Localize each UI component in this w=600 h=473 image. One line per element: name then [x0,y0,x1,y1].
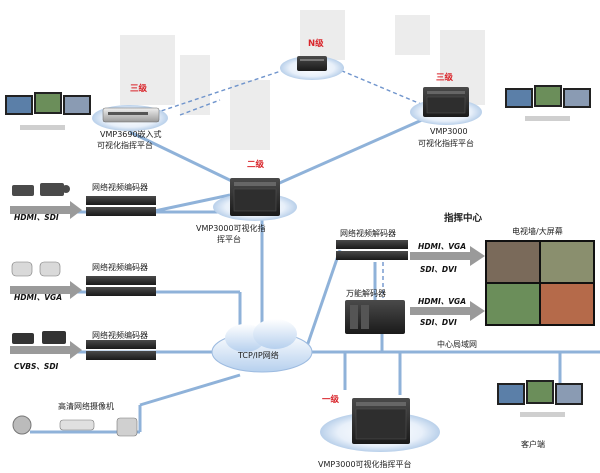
network-decoder-device [336,240,408,260]
monitor-workstation-left [5,92,91,130]
output2b-label: SDI、DVI [420,318,457,327]
output1a-label: HDMI、VGA [418,242,466,251]
level2-label: 二级 [247,159,265,170]
vmp3690-label-line1: VMP3690嵌入式 [100,129,162,139]
client-workstation [497,380,583,417]
video-wall [485,240,595,326]
client-label: 客户端 [521,439,545,449]
encoder3-label: 网络视频编码器 [92,330,148,340]
universal-decoder-label: 万能解码器 [346,288,386,298]
output1b-label: SDI、DVI [420,265,457,274]
encoder1-label: 网络视频编码器 [92,182,148,192]
vmp3000-bottom-label: VMP3000可视化指挥平台 [318,459,412,469]
level3-left-label: 三级 [130,83,148,94]
tcp-ip-label: TCP/IP网络 [237,350,279,360]
tcp-ip-cloud [211,319,313,373]
hd-network-cameras [12,415,138,437]
background-buildings [120,10,485,150]
encoder1-input-label: HDMI、SDI [14,213,59,222]
hd-cameras-label: 高清网络摄像机 [58,401,114,411]
vmp3690-label-line2: 可视化指挥平台 [97,140,153,150]
level1-label: 一级 [322,394,340,405]
camera-group-1 [12,183,70,196]
output-arrows [410,246,485,321]
camera-group-2 [11,261,61,277]
vmp3000-right-label-line2: 可视化指挥平台 [418,138,474,148]
vmp3000-right-device [423,87,469,117]
n-level-label: N级 [308,38,324,49]
input-arrows [10,201,82,359]
encoder-device-2 [86,276,156,296]
encoder2-label: 网络视频编码器 [92,262,148,272]
video-wall-label: 电视墙/大屏幕 [512,226,563,236]
n-level-device [297,56,327,71]
monitor-workstation-right [505,85,591,121]
vmp3000-center-device [230,178,280,216]
decoder-label: 网络视频解码器 [340,228,396,238]
vmp3000-bottom-device [352,398,410,444]
lan-label: 中心局域网 [437,339,477,349]
vmp3000-right-label-line1: VMP3000 [430,127,468,136]
encoder2-input-label: HDMI、VGA [14,293,62,302]
encoder-device-3 [86,340,156,360]
command-center-title: 指挥中心 [444,212,483,224]
vmp3000-center-label-line2: 挥平台 [217,234,241,244]
vmp3000-center-label-line1: VMP3000可视化指 [196,223,266,233]
encoder-device-1 [86,196,156,216]
output2a-label: HDMI、VGA [418,297,466,306]
level3-right-label: 三级 [436,72,454,83]
universal-decoder-device [345,300,405,334]
vmp3690-device [102,107,160,123]
camera-group-3 [12,331,66,344]
encoder3-input-label: CVBS、SDI [14,362,59,371]
